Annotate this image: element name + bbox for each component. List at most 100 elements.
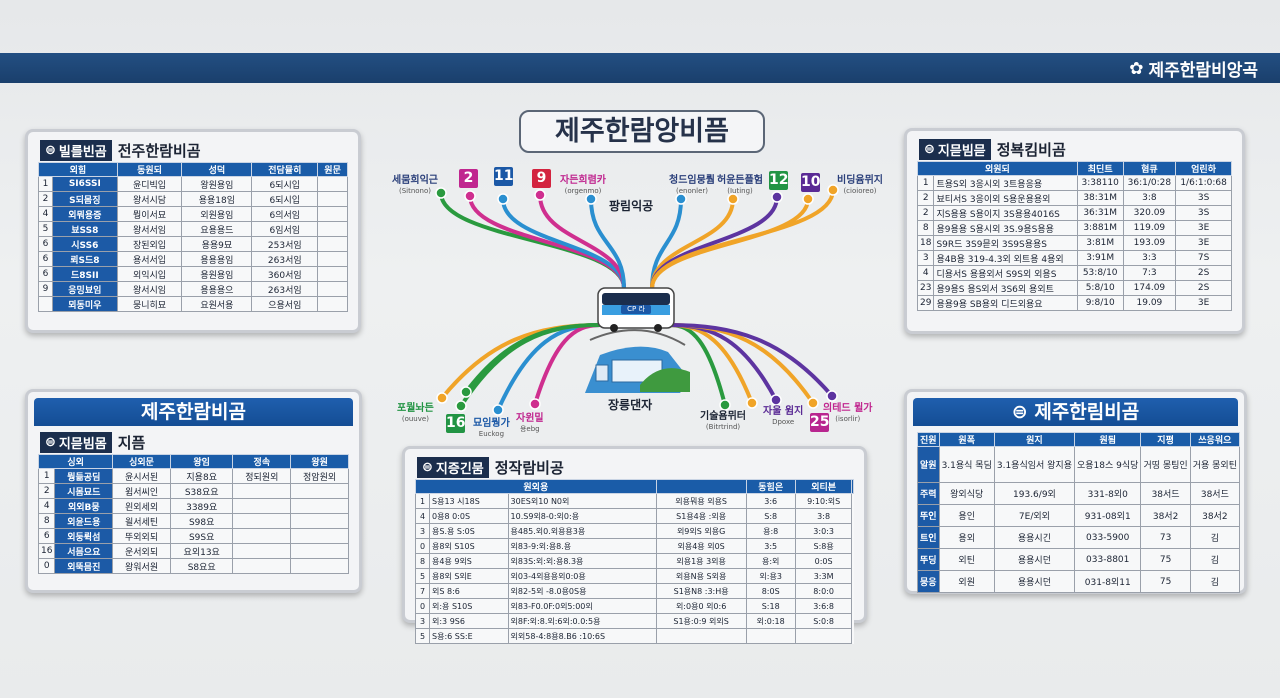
bus-icon: ⊜ <box>45 435 56 450</box>
table-cell: 용4용 9외S <box>429 553 509 569</box>
stop-dot <box>534 189 546 201</box>
column-header: 왕원 <box>290 454 349 469</box>
table-cell: 4 <box>38 206 53 222</box>
table-cell: 3E <box>1175 295 1232 311</box>
table-cell: 0용8 0:0S <box>429 508 509 524</box>
table-cell: 3E <box>1175 220 1232 236</box>
column-header: 원외용 <box>415 479 657 494</box>
table-cell: S9S요 <box>169 528 234 544</box>
table-cell: 장된외입 <box>116 236 183 252</box>
table-cell <box>232 543 292 559</box>
table-cell: 6되시입 <box>251 191 319 207</box>
table-cell: S되몸징 <box>52 191 118 207</box>
stop-label: 포뭘놔든(ouuve) <box>397 403 434 425</box>
column-header: 혐큐 <box>1122 161 1177 176</box>
table-cell: S용13 시18S <box>429 493 509 509</box>
table-cell: 용용18임 <box>181 191 253 207</box>
table-cell: S:8용 <box>794 538 853 554</box>
column-header: 엄린하 <box>1175 161 1232 176</box>
table-cell: 6임서임 <box>251 221 319 237</box>
table-cell: 6 <box>38 251 53 267</box>
table-cell: 뢰S드8 <box>52 251 118 267</box>
column-header: 진원 <box>917 432 940 447</box>
table-cell: 외원용임 <box>181 206 253 222</box>
stop-label: 의테드 뮐가(isorlir) <box>823 403 872 425</box>
table-cell: 용용용임 <box>181 251 253 267</box>
table-cell: 4 <box>916 265 935 281</box>
stop-dot <box>771 191 783 203</box>
table-cell: 김 <box>1189 570 1240 593</box>
table-cell <box>38 296 53 312</box>
table-cell: 외:0용0 외0:6 <box>655 598 747 614</box>
table-cell: 4 <box>415 508 430 524</box>
center-top-label: 팡림익공 <box>609 199 654 213</box>
stop-romanized: (ouuve) <box>401 415 429 423</box>
stop-romanized: (Bitrtrind) <box>705 423 741 431</box>
table-cell: 지S용용 S용이지 3S용용4016S <box>933 205 1078 221</box>
route-line-magenta <box>533 323 602 406</box>
stop-romanized: (Sitnono) <box>398 187 432 195</box>
table-cell: 3:81M <box>1076 235 1124 251</box>
table-cell: 요용용드 <box>181 221 253 237</box>
table-cell: 용4B용 319-4.3외 외트용 4용외 <box>933 250 1078 266</box>
table-cell: 외:0:18 <box>745 613 796 629</box>
stop-name: 세뭄희익근 <box>392 175 438 186</box>
table-cell: 6 <box>38 266 53 282</box>
table-cell: 외:용3 <box>745 568 796 584</box>
table-cell: 3 <box>415 523 430 539</box>
panel-badge: ⊜지믇빔몸 <box>40 432 112 453</box>
depot-label: 장릉댄자 <box>608 398 653 412</box>
table-cell: 2S <box>1175 265 1232 281</box>
table-cell: 요원서용 <box>181 296 253 312</box>
table-cell: SI6SSI <box>52 176 118 192</box>
stop-label: 세뭄희익근(Sitnono) <box>392 175 438 197</box>
table-cell: 2S <box>1175 280 1232 296</box>
table-cell: 0:0S <box>794 553 853 569</box>
table-cell: 외뚝믐진 <box>54 558 114 574</box>
table-cell: 9:10:외S <box>794 493 853 509</box>
table-cell: 5 <box>415 628 430 644</box>
table-cell <box>232 558 292 574</box>
table-cell: 75 <box>1140 570 1191 593</box>
table-cell: 윔서씨인 <box>112 483 171 499</box>
stop-dot <box>436 392 448 404</box>
table-cell: 193.09 <box>1122 235 1177 251</box>
stop-dot <box>460 386 472 398</box>
table-cell <box>290 558 349 574</box>
table-cell <box>655 628 747 644</box>
table-cell: 용용시긴 <box>993 526 1076 549</box>
table-cell: 용:외 <box>745 553 796 569</box>
table-cell: 외83S:외:외:용8.3용 <box>507 553 657 569</box>
table-cell: S9R드 3S9믇외 3S9S용용S <box>933 235 1078 251</box>
table-cell: 3S <box>1175 205 1232 221</box>
depot-building-icon <box>585 329 690 393</box>
table-cell <box>317 296 348 312</box>
table-cell: 18 <box>916 235 935 251</box>
table-cell: 뵤SS8 <box>52 221 118 237</box>
stop-romanized: (enonler) <box>675 187 709 195</box>
table-cell: 왕외식당 <box>938 482 995 505</box>
panel-badge: ⊜지증긴뭄 <box>417 457 489 478</box>
route-line-orange <box>668 323 754 405</box>
map-title: 제주한람앙비픔 <box>519 110 765 153</box>
table-cell: 용9용용 S용시외 3S.9용S용용 <box>933 220 1078 236</box>
